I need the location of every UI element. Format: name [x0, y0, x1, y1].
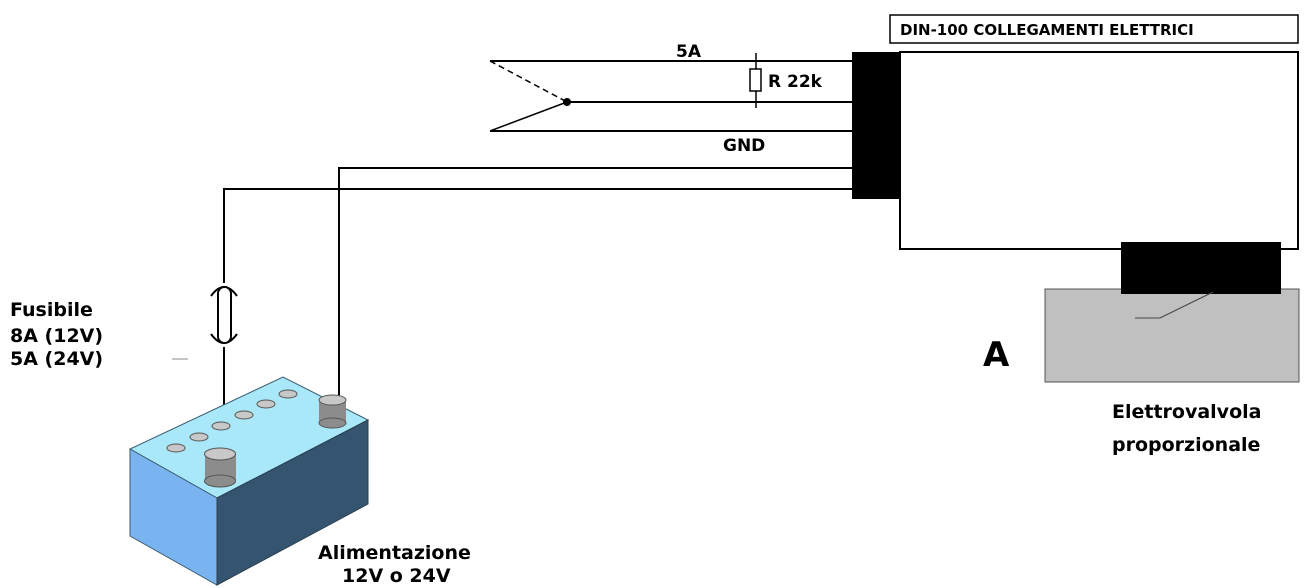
valve-label-line1: Elettrovalvola — [1112, 401, 1261, 423]
fuse-rating-24v: 5A (24V) — [10, 348, 103, 370]
diagram-title: DIN-100 COLLEGAMENTI ELETTRICI — [900, 21, 1194, 39]
valve-connector — [1121, 242, 1281, 294]
power-label-line1: Alimentazione — [318, 542, 471, 564]
battery — [128, 376, 370, 586]
switch-arm — [489, 101, 568, 132]
resistor — [749, 68, 762, 92]
label-5a: 5A — [676, 42, 702, 62]
valve-label-line2: proporzionale — [1112, 434, 1260, 456]
label-gnd: GND — [723, 136, 765, 156]
controller-connector — [852, 52, 900, 199]
battery-caps — [166, 389, 298, 453]
fuse-title: Fusibile — [10, 299, 93, 321]
switch-dashed-arm — [489, 60, 568, 103]
power-wire-positive — [223, 188, 852, 283]
battery-terminal-positive — [204, 447, 236, 488]
battery-side — [216, 419, 369, 586]
power-label-line2: 12V o 24V — [342, 565, 451, 587]
valve-body — [1044, 288, 1300, 383]
controller-box — [899, 51, 1299, 250]
title-box — [889, 14, 1299, 44]
valve-marker: A — [983, 335, 1010, 375]
fuse-element — [217, 286, 232, 344]
switch-pivot — [563, 98, 571, 106]
power-wire-negative — [338, 167, 852, 400]
valve-cable — [1159, 291, 1214, 319]
fuse-rating-12v: 8A (12V) — [10, 325, 103, 347]
battery-terminal-negative — [318, 394, 347, 429]
label-resistor: R 22k — [768, 72, 823, 92]
